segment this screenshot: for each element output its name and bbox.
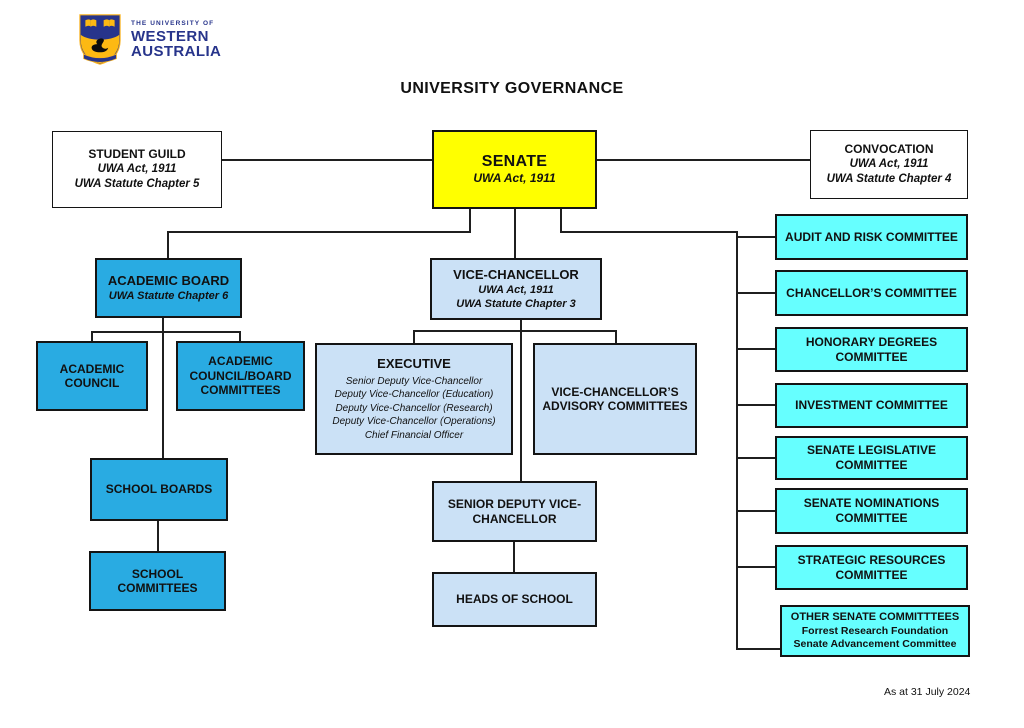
- node-academic-council-board-committees: ACADEMIC COUNCIL/BOARD COMMITTEES: [176, 341, 305, 411]
- uwa-wordmark: THE UNIVERSITY OF WESTERN AUSTRALIA: [131, 20, 221, 60]
- node-title: HEADS OF SCHOOL: [456, 592, 573, 607]
- node-academic-council: ACADEMIC COUNCIL: [36, 341, 148, 411]
- node-subtitle: UWA Act, 1911: [478, 283, 554, 296]
- executive-member: Deputy Vice-Chancellor (Operations): [332, 416, 496, 428]
- connector-senate-convocation: [597, 159, 810, 161]
- executive-member: Deputy Vice-Chancellor (Education): [334, 389, 494, 401]
- connector-left-branch: [167, 231, 471, 233]
- node-subtitle: UWA Statute Chapter 4: [826, 172, 952, 185]
- node-title: INVESTMENT COMMITTEE: [795, 398, 948, 412]
- node-title: STUDENT GUILD: [88, 147, 186, 162]
- as-at-date: As at 31 July 2024: [884, 686, 971, 698]
- logo-line2: WESTERN: [131, 27, 209, 45]
- connector-right-branch: [560, 231, 738, 233]
- node-chancellors-committee: CHANCELLOR’S COMMITTEE: [775, 270, 968, 316]
- node-subtitle: UWA Act, 1911: [473, 171, 556, 186]
- node-student-guild: STUDENT GUILD UWA Act, 1911 UWA Statute …: [52, 131, 222, 208]
- node-subtitle: UWA Act, 1911: [849, 157, 929, 170]
- logo-line1: THE UNIVERSITY OF: [131, 19, 215, 27]
- uwa-logo: THE UNIVERSITY OF WESTERN AUSTRALIA: [78, 13, 221, 66]
- node-heads-of-school: HEADS OF SCHOOL: [432, 572, 597, 627]
- node-title: CONVOCATION: [844, 142, 934, 157]
- connector-sdvc-heads: [513, 542, 515, 572]
- connector-senate-vc: [514, 209, 516, 258]
- node-vc-advisory-committees: VICE-CHANCELLOR’S ADVISORY COMMITTEES: [533, 343, 697, 455]
- connector-senate-left-stub: [469, 209, 471, 233]
- node-school-committees: SCHOOL COMMITTEES: [89, 551, 226, 611]
- connector-stub-advisory: [615, 330, 617, 343]
- node-title: SENIOR DEPUTY VICE-CHANCELLOR: [447, 497, 582, 526]
- node-title: STRATEGIC RESOURCES COMMITTEE: [797, 552, 946, 582]
- connector-council-branch: [91, 331, 241, 333]
- node-subtitle: UWA Statute Chapter 6: [108, 289, 229, 302]
- node-executive: EXECUTIVE Senior Deputy Vice-Chancellor …: [315, 343, 513, 455]
- connector-stub-council-board: [239, 331, 241, 341]
- page-title: UNIVERSITY GOVERNANCE: [400, 80, 624, 97]
- node-audit-and-risk-committee: AUDIT AND RISK COMMITTEE: [775, 214, 968, 260]
- node-strategic-resources-committee: STRATEGIC RESOURCES COMMITTEE: [775, 545, 968, 590]
- node-senior-deputy-vice-chancellor: SENIOR DEPUTY VICE-CHANCELLOR: [432, 481, 597, 542]
- connector-guild-senate: [222, 159, 432, 161]
- node-senate: SENATE UWA Act, 1911: [432, 130, 597, 209]
- connector-boards-committees: [157, 521, 159, 551]
- connector-stub-investment: [736, 404, 775, 406]
- node-academic-board: ACADEMIC BOARD UWA Statute Chapter 6: [95, 258, 242, 318]
- connector-stub-strategic: [736, 566, 775, 568]
- node-vice-chancellor: VICE-CHANCELLOR UWA Act, 1911 UWA Statut…: [430, 258, 602, 320]
- connector-committee-spine: [736, 231, 738, 650]
- node-subtitle: Senate Advancement Committee: [793, 638, 957, 651]
- node-title: ACADEMIC COUNCIL/BOARD COMMITTEES: [189, 354, 292, 398]
- node-title: OTHER SENATE COMMITTTEES: [790, 611, 960, 624]
- node-title: AUDIT AND RISK COMMITTEE: [785, 229, 958, 244]
- node-title: VICE-CHANCELLOR: [453, 266, 579, 282]
- connector-to-academic-board: [167, 231, 169, 258]
- connector-stub-academic-council: [91, 331, 93, 341]
- node-title: SENATE LEGISLATIVE COMMITTEE: [807, 443, 936, 472]
- node-senate-legislative-committee: SENATE LEGISLATIVE COMMITTEE: [775, 436, 968, 480]
- node-school-boards: SCHOOL BOARDS: [90, 458, 228, 521]
- logo-line3: AUSTRALIA: [131, 43, 222, 60]
- node-title: CHANCELLOR’S COMMITTEE: [786, 285, 957, 300]
- node-title: VICE-CHANCELLOR’S ADVISORY COMMITTEES: [542, 384, 688, 413]
- executive-member: Deputy Vice-Chancellor (Research): [335, 402, 493, 414]
- node-subtitle: Forrest Research Foundation: [801, 624, 949, 637]
- connector-stub-chancellors: [736, 292, 775, 294]
- connector-stub-legislative: [736, 457, 775, 459]
- connector-stub-executive: [413, 330, 415, 343]
- node-subtitle: UWA Statute Chapter 3: [456, 297, 576, 310]
- connector-stub-audit: [736, 236, 775, 238]
- connector-stub-nominations: [736, 510, 775, 512]
- node-investment-committee: INVESTMENT COMMITTEE: [775, 383, 968, 428]
- connector-stub-other-senate: [736, 648, 780, 650]
- connector-board-schoolboards: [162, 318, 164, 458]
- connector-stub-honorary: [736, 348, 775, 350]
- executive-member: Chief Financial Officer: [364, 429, 464, 441]
- uwa-crest-icon: [79, 14, 121, 65]
- connector-vc-sdvc: [520, 320, 522, 481]
- node-title: ACADEMIC COUNCIL: [59, 361, 125, 390]
- node-title: EXECUTIVE: [377, 355, 451, 371]
- executive-member: Senior Deputy Vice-Chancellor: [345, 375, 483, 387]
- node-title: SENATE: [481, 153, 548, 171]
- node-other-senate-committees: OTHER SENATE COMMITTTEES Forrest Researc…: [780, 605, 970, 657]
- node-subtitle: UWA Act, 1911: [97, 162, 177, 175]
- node-title: SCHOOL BOARDS: [105, 482, 213, 497]
- node-title: SENATE NOMINATIONS COMMITTEE: [803, 496, 940, 525]
- node-subtitle: UWA Statute Chapter 5: [74, 177, 200, 190]
- node-convocation: CONVOCATION UWA Act, 1911 UWA Statute Ch…: [810, 130, 968, 199]
- connector-exec-branch: [413, 330, 617, 332]
- node-senate-nominations-committee: SENATE NOMINATIONS COMMITTEE: [775, 488, 968, 534]
- node-honorary-degrees-committee: HONORARY DEGREES COMMITTEE: [775, 327, 968, 372]
- node-title: ACADEMIC BOARD: [107, 273, 230, 289]
- node-title: HONORARY DEGREES COMMITTEE: [805, 334, 938, 364]
- connector-senate-right-stub: [560, 209, 562, 233]
- node-title: SCHOOL COMMITTEES: [117, 566, 198, 595]
